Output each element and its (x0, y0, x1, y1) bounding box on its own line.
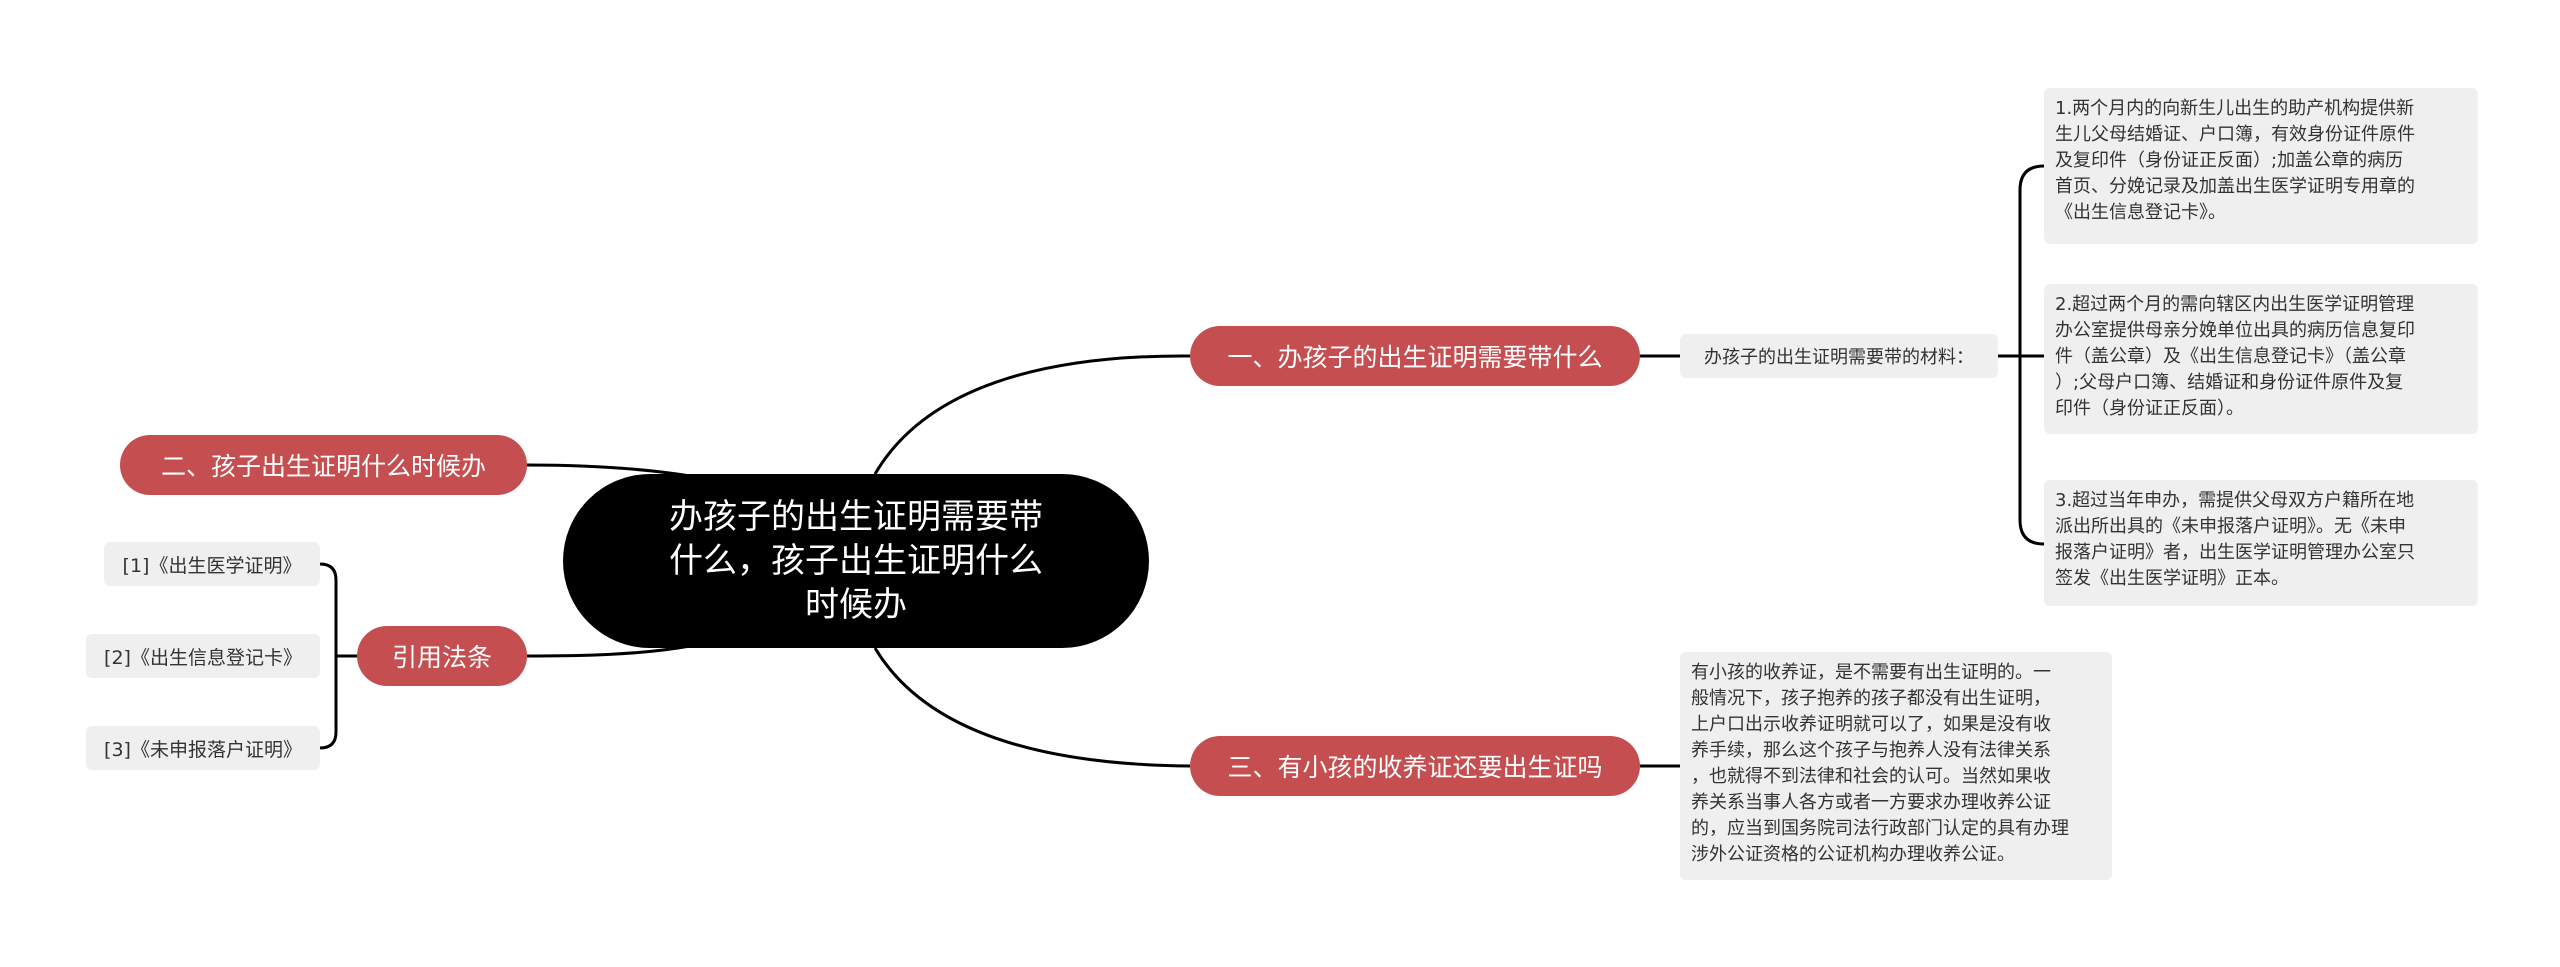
central-line-1: 办孩子的出生证明需要带 (669, 497, 1043, 537)
material-1-line-4: 首页、分娩记录及加盖出生医学证明专用章的 (2055, 176, 2415, 197)
adoption-line-7: 的，应当到国务院司法行政部门认定的具有办理 (1691, 818, 2069, 839)
reference-item-3[interactable]: [3]《未申报落户证明》 (86, 726, 320, 770)
material-3-line-3: 报落户证明》者，出生医学证明管理办公室只 (2055, 542, 2415, 563)
central-topic[interactable]: 办孩子的出生证明需要带 什么，孩子出生证明什么 时候办 (563, 474, 1149, 648)
material-3-line-2: 派出所出具的《未申报落户证明》。无《未申 (2055, 516, 2406, 537)
link-central-b4 (526, 644, 691, 658)
materials-label[interactable]: 办孩子的出生证明需要带的材料： (1680, 334, 1998, 378)
link-central-b2 (526, 463, 691, 478)
link-central-b1 (873, 354, 1191, 475)
reference-item-1[interactable]: [1]《出生医学证明》 (104, 542, 320, 586)
central-line-2: 什么，孩子出生证明什么 (669, 541, 1043, 581)
material-2-line-1: 2.超过两个月的需向辖区内出生医学证明管理 (2055, 294, 2415, 315)
central-line-3: 时候办 (805, 585, 907, 625)
adoption-line-8: 涉外公证资格的公证机构办理收养公证。 (1691, 844, 2015, 865)
material-2-line-5: 印件（身份证正反面）。 (2055, 398, 2244, 419)
branch-references[interactable]: 引用法条 (357, 626, 527, 686)
materials-bracket (1998, 164, 2045, 546)
adoption-line-4: 养手续，那么这个孩子与抱养人没有法律关系 (1691, 740, 2051, 761)
material-2-line-4: ）;父母户口簿、结婚证和身份证件原件及复 (2055, 372, 2404, 393)
link-central-b3 (873, 647, 1191, 768)
adoption-text[interactable]: 有小孩的收养证，是不需要有出生证明的。一 般情况下，孩子抱养的孩子都没有出生证明… (1680, 652, 2112, 880)
material-item-1[interactable]: 1.两个月内的向新生儿出生的助产机构提供新 生儿父母结婚证、户口簿，有效身份证件… (2044, 88, 2478, 244)
material-1-line-1: 1.两个月内的向新生儿出生的助产机构提供新 (2055, 98, 2415, 119)
material-2-line-3: 件（盖公章）及《出生信息登记卡》（盖公章 (2055, 346, 2406, 367)
branch-when-to-apply[interactable]: 二、孩子出生证明什么时候办 (120, 435, 527, 495)
material-3-line-1: 3.超过当年申办，需提供父母双方户籍所在地 (2055, 490, 2415, 511)
material-1-line-2: 生儿父母结婚证、户口簿，有效身份证件原件 (2055, 124, 2415, 145)
material-item-3[interactable]: 3.超过当年申办，需提供父母双方户籍所在地 派出所出具的《未申报落户证明》。无《… (2044, 480, 2478, 606)
branch-what-to-bring[interactable]: 一、办孩子的出生证明需要带什么 (1190, 326, 1640, 386)
adoption-line-3: 上户口出示收养证明就可以了，如果是没有收 (1691, 714, 2051, 735)
material-1-line-3: 及复印件（身份证正反面）;加盖公章的病历 (2055, 150, 2404, 171)
material-1-line-5: 《出生信息登记卡》。 (2055, 202, 2226, 223)
adoption-line-1: 有小孩的收养证，是不需要有出生证明的。一 (1691, 662, 2051, 683)
adoption-line-6: 养关系当事人各方或者一方要求办理收养公证 (1691, 792, 2051, 813)
material-2-line-2: 办公室提供母亲分娩单位出具的病历信息复印 (2055, 320, 2415, 341)
reference-item-2[interactable]: [2]《出生信息登记卡》 (86, 634, 320, 678)
adoption-line-2: 般情况下，孩子抱养的孩子都没有出生证明， (1691, 688, 2051, 709)
adoption-line-5: ，也就得不到法律和社会的认可。当然如果收 (1691, 766, 2051, 787)
material-item-2[interactable]: 2.超过两个月的需向辖区内出生医学证明管理 办公室提供母亲分娩单位出具的病历信息… (2044, 284, 2478, 434)
material-3-line-4: 签发《出生医学证明》正本。 (2055, 568, 2289, 589)
branch-adoption[interactable]: 三、有小孩的收养证还要出生证吗 (1190, 736, 1640, 796)
references-bracket (319, 562, 357, 750)
